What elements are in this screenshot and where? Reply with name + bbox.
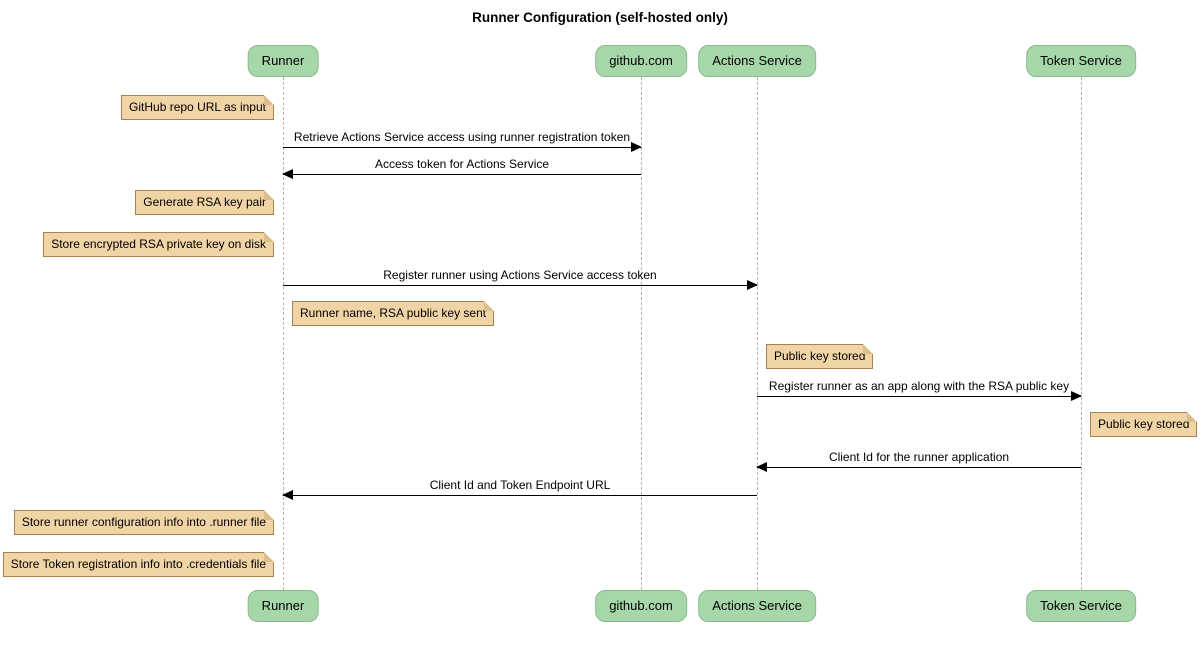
participant-token-service-bottom: Token Service	[1026, 590, 1136, 622]
lifeline-token-service	[1081, 77, 1082, 590]
message-client-id-endpoint: Client Id and Token Endpoint URL	[282, 478, 757, 500]
participant-runner-top: Runner	[247, 45, 319, 77]
arrow-left-icon	[282, 169, 641, 179]
participant-actions-service-top: Actions Service	[698, 45, 816, 77]
arrow-left-icon	[282, 490, 757, 500]
note-runner-name-sent: Runner name, RSA public key sent	[292, 301, 495, 326]
lifeline-runner	[283, 77, 284, 590]
message-label: Client Id and Token Endpoint URL	[429, 478, 611, 492]
note-github-repo-url: GitHub repo URL as input	[121, 95, 274, 120]
message-client-id: Client Id for the runner application	[756, 450, 1081, 472]
message-register-runner-app: Register runner as an app along with the…	[757, 379, 1082, 401]
message-label: Access token for Actions Service	[374, 157, 550, 171]
message-label: Client Id for the runner application	[828, 450, 1010, 464]
participant-token-service-top: Token Service	[1026, 45, 1136, 77]
message-label: Register runner as an app along with the…	[768, 379, 1070, 393]
note-generate-rsa: Generate RSA key pair	[135, 190, 274, 215]
participant-runner-bottom: Runner	[247, 590, 319, 622]
message-access-token: Access token for Actions Service	[282, 157, 641, 179]
note-store-runner-file: Store runner configuration info into .ru…	[13, 510, 275, 535]
arrow-right-icon	[283, 142, 642, 152]
note-store-credentials-file: Store Token registration info into .cred…	[2, 552, 275, 577]
participant-github-top: github.com	[595, 45, 687, 77]
lifeline-github	[641, 77, 642, 590]
message-retrieve-actions-access: Retrieve Actions Service access using ru…	[283, 130, 642, 152]
arrow-right-icon	[283, 280, 758, 290]
note-public-key-stored-actions: Public key stored	[766, 344, 874, 369]
participant-github-bottom: github.com	[595, 590, 687, 622]
diagram-title: Runner Configuration (self-hosted only)	[472, 10, 728, 25]
note-public-key-stored-token: Public key stored	[1090, 412, 1198, 437]
lifeline-actions-service	[757, 77, 758, 590]
arrow-left-icon	[756, 462, 1081, 472]
message-label: Register runner using Actions Service ac…	[383, 268, 657, 282]
message-label: Retrieve Actions Service access using ru…	[293, 130, 631, 144]
note-store-private-key: Store encrypted RSA private key on disk	[43, 232, 274, 257]
participant-actions-service-bottom: Actions Service	[698, 590, 816, 622]
arrow-right-icon	[757, 391, 1082, 401]
message-register-runner: Register runner using Actions Service ac…	[283, 268, 758, 290]
